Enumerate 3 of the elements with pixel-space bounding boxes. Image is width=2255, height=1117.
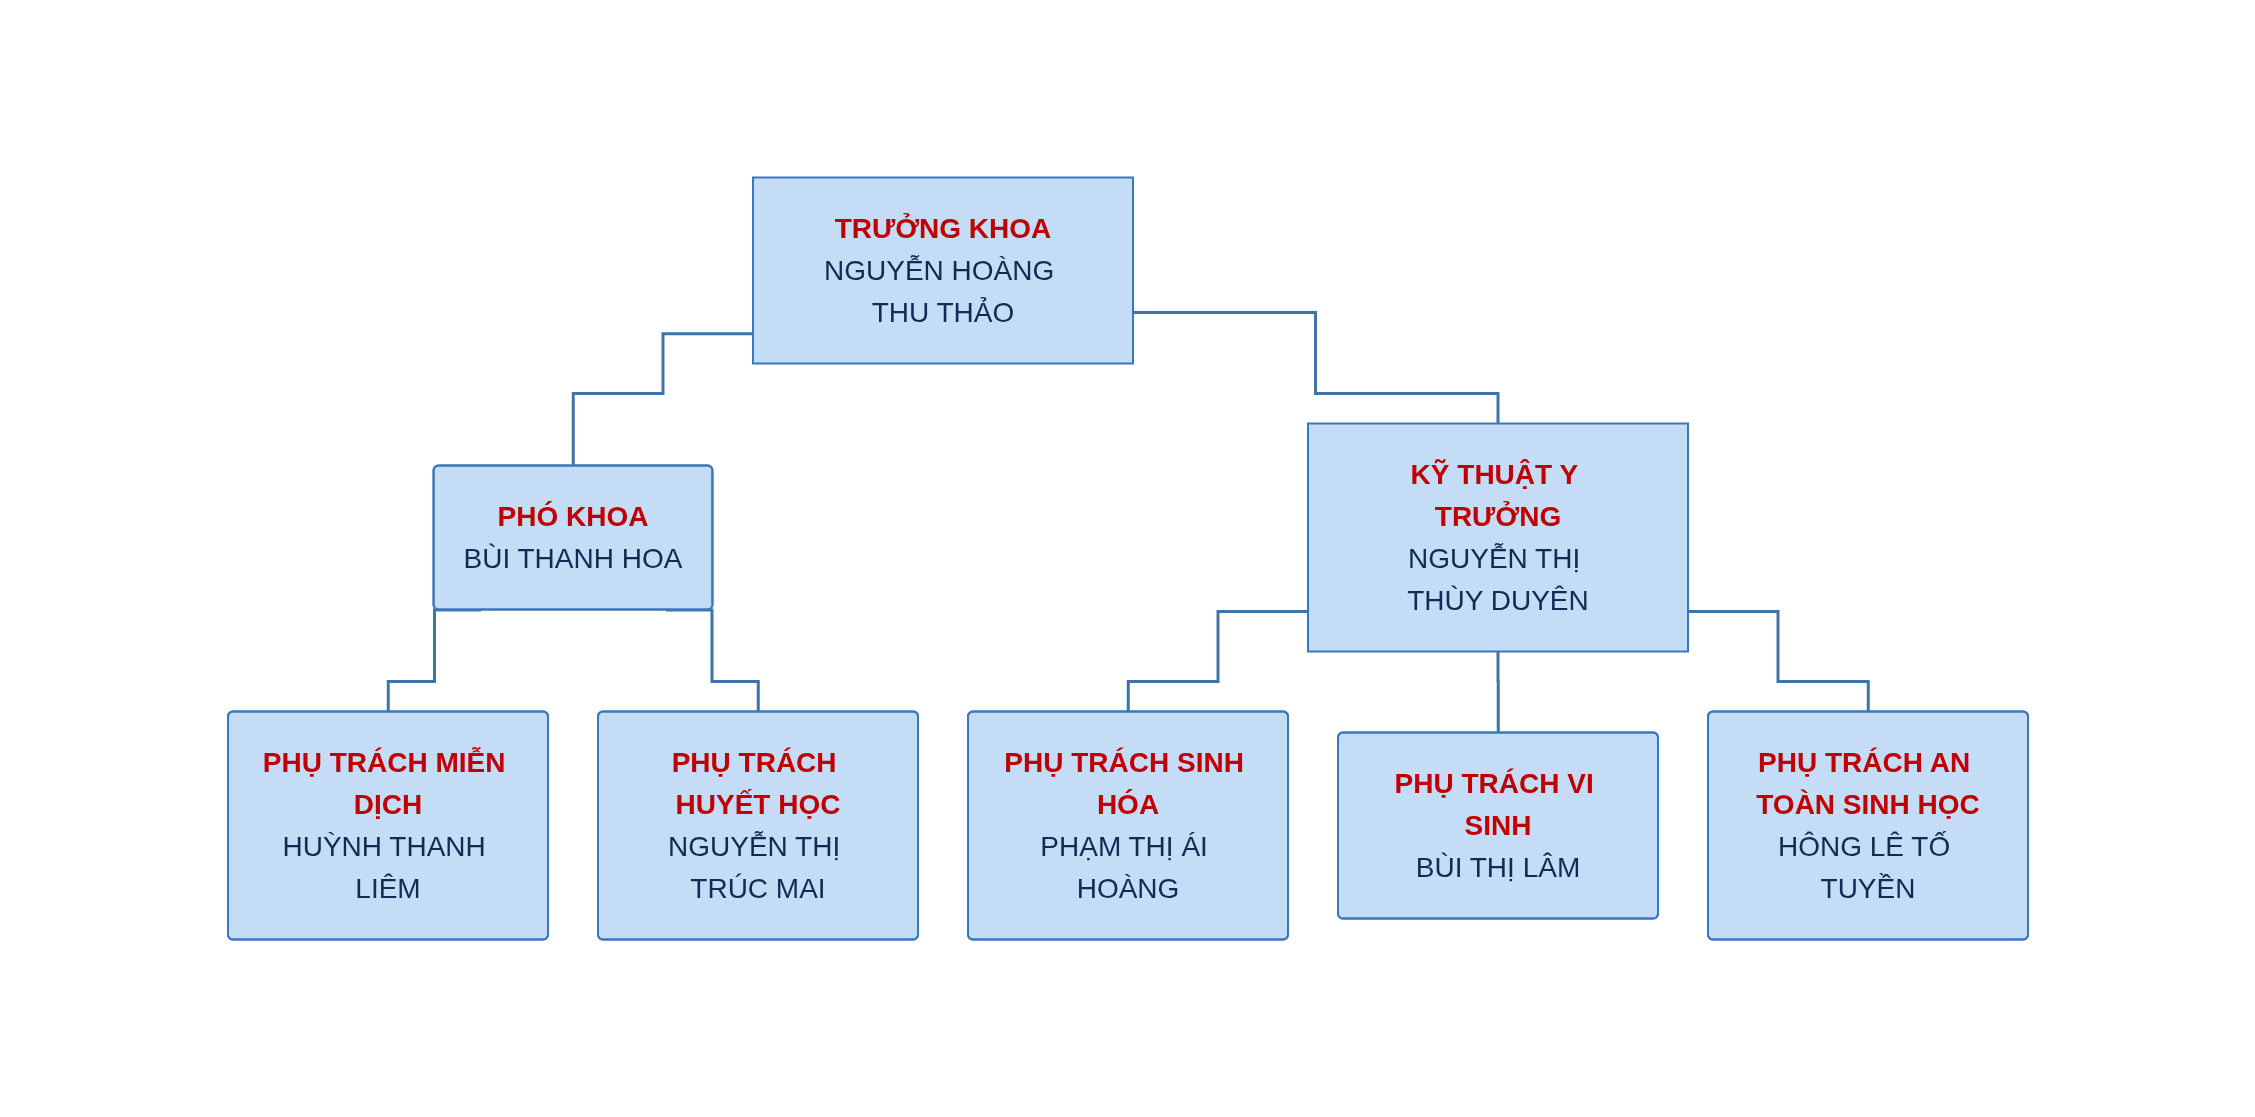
- node-box: TRƯỞNG KHOA NGUYỄN HOÀNG THU THẢO: [751, 176, 1134, 365]
- node-box: KỸ THUẬT Y TRƯỞNG NGUYỄN THỊ THÙY DUYÊN: [1306, 422, 1689, 653]
- connector: [1132, 311, 1499, 425]
